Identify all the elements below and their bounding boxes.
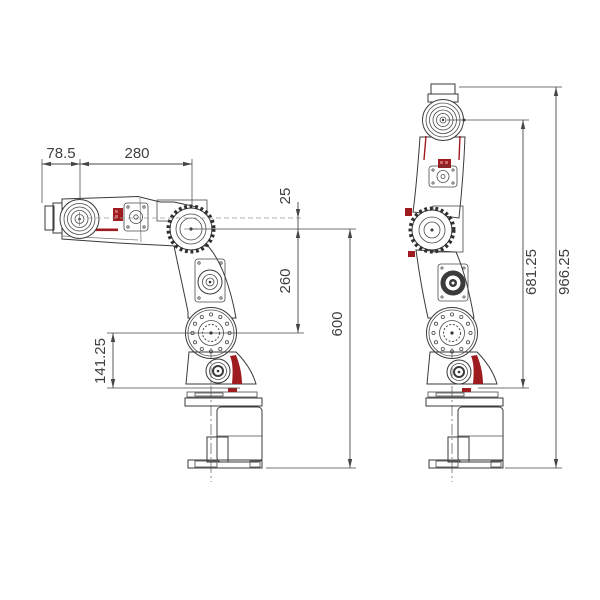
dim-label-966-25: 966.25 — [556, 249, 573, 295]
left-forearm-link — [173, 245, 237, 319]
left-servo-plate — [123, 202, 149, 232]
dim-600: 600 — [266, 229, 356, 469]
right-cable-connector — [438, 159, 451, 168]
right-base — [425, 348, 504, 482]
left-red-trim — [95, 228, 118, 232]
right-servo-plate — [428, 165, 458, 188]
robot-left-view — [44, 195, 263, 482]
left-j1-housing — [185, 351, 258, 398]
right-j4-motor — [440, 270, 466, 296]
left-base — [184, 348, 263, 482]
dim-966-25: 966.25 — [459, 86, 573, 469]
dim-label-681-25: 681.25 — [523, 249, 540, 295]
left-red-swoosh — [230, 355, 242, 384]
right-elbow-gear-joint — [405, 205, 464, 257]
dim-141-25: 141.25 — [92, 333, 116, 388]
dim-78-5: 78.5 — [41, 145, 81, 203]
dim-label-280: 280 — [124, 145, 149, 162]
dim-label-600: 600 — [329, 311, 346, 336]
dim-label-260: 260 — [277, 268, 294, 293]
left-wrist-joint — [59, 199, 100, 239]
left-tool-flange — [44, 202, 63, 234]
dim-label-25: 25 — [277, 188, 294, 205]
dim-280: 280 — [80, 145, 193, 206]
dim-25: 25 — [277, 188, 301, 229]
dim-label-78-5: 78.5 — [46, 145, 75, 162]
dimensions: 78.5 280 25 260 600 — [41, 86, 573, 469]
robot-right-view — [405, 83, 504, 482]
right-forearm-link — [415, 249, 475, 319]
left-j4-motor — [197, 269, 223, 295]
dim-681-25: 681.25 — [447, 119, 540, 389]
left-cable-connector — [113, 208, 123, 221]
dim-label-141-25: 141.25 — [92, 338, 109, 384]
right-shoulder-joint — [426, 307, 478, 359]
dim-260: 260 — [277, 229, 301, 333]
right-red-swoosh — [471, 355, 483, 384]
left-elbow-gear-joint — [156, 199, 216, 254]
right-upper-arm-link — [412, 135, 466, 219]
right-j1-housing — [426, 351, 499, 398]
